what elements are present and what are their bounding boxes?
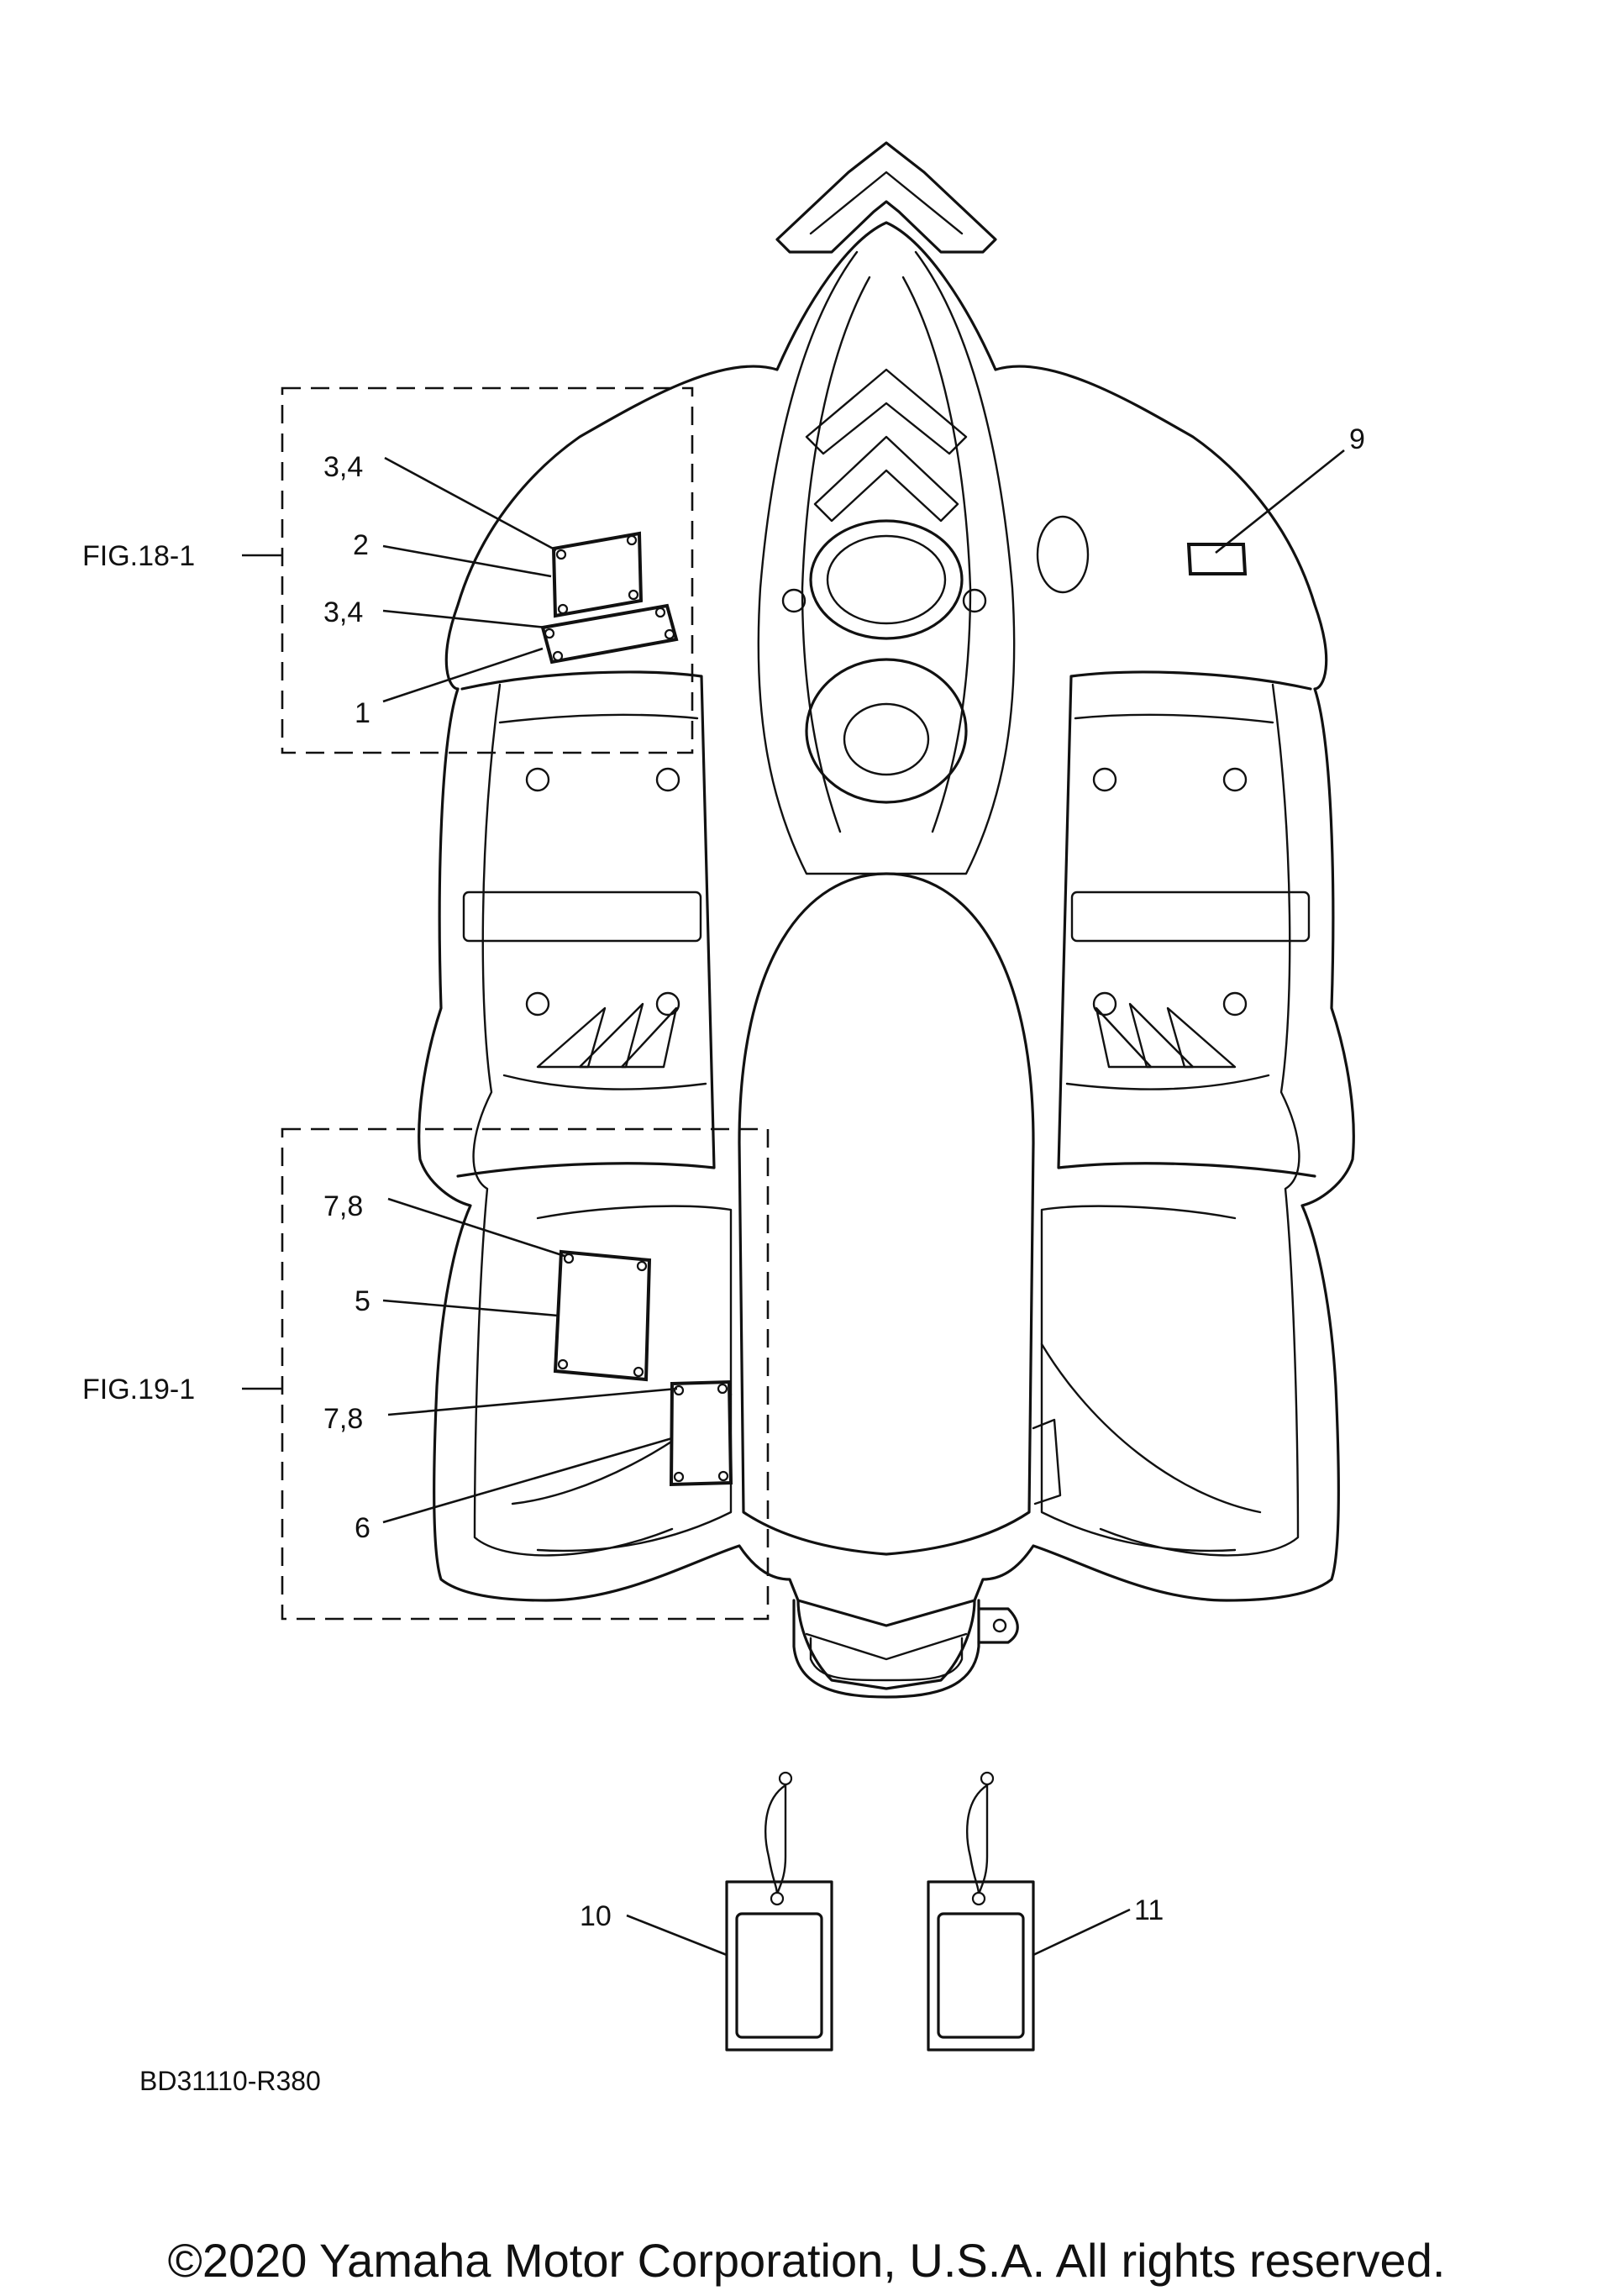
- hang-tag-11: [927, 1771, 1035, 2052]
- callout-5: 5: [355, 1285, 370, 1317]
- leader-lines: [382, 449, 1345, 1957]
- diagram-code: BD31110-R380: [139, 2066, 321, 2096]
- callout-10: 10: [580, 1900, 612, 1932]
- callout-1: 1: [355, 697, 370, 729]
- watercraft-outline: [418, 141, 1355, 1699]
- group-box-fig19: [281, 1127, 770, 1621]
- decal-plate-6: [669, 1379, 733, 1487]
- decal-plate-2: [551, 531, 644, 618]
- callout-6: 6: [355, 1512, 370, 1544]
- callout-7-8-lower: 7,8: [323, 1403, 363, 1435]
- callout-3-4-lower: 3,4: [323, 596, 363, 628]
- callout-7-8-upper: 7,8: [323, 1190, 363, 1222]
- figure-ref-19-1: FIG.19-1: [82, 1374, 195, 1405]
- callout-2: 2: [353, 529, 369, 561]
- callout-9: 9: [1349, 423, 1365, 455]
- decal-plate-1: [540, 603, 679, 665]
- copyright-notice: ©2020 Yamaha Motor Corporation, U.S.A. A…: [168, 2234, 1446, 2287]
- decal-plate-9: [1186, 543, 1248, 575]
- group-box-fig18: [281, 386, 694, 754]
- callout-3-4-upper: 3,4: [323, 451, 363, 483]
- hang-tag-10: [725, 1771, 833, 2052]
- callout-11: 11: [1134, 1894, 1164, 1926]
- decal-plate-5: [553, 1249, 652, 1382]
- figure-ref-18-1: FIG.18-1: [82, 540, 195, 572]
